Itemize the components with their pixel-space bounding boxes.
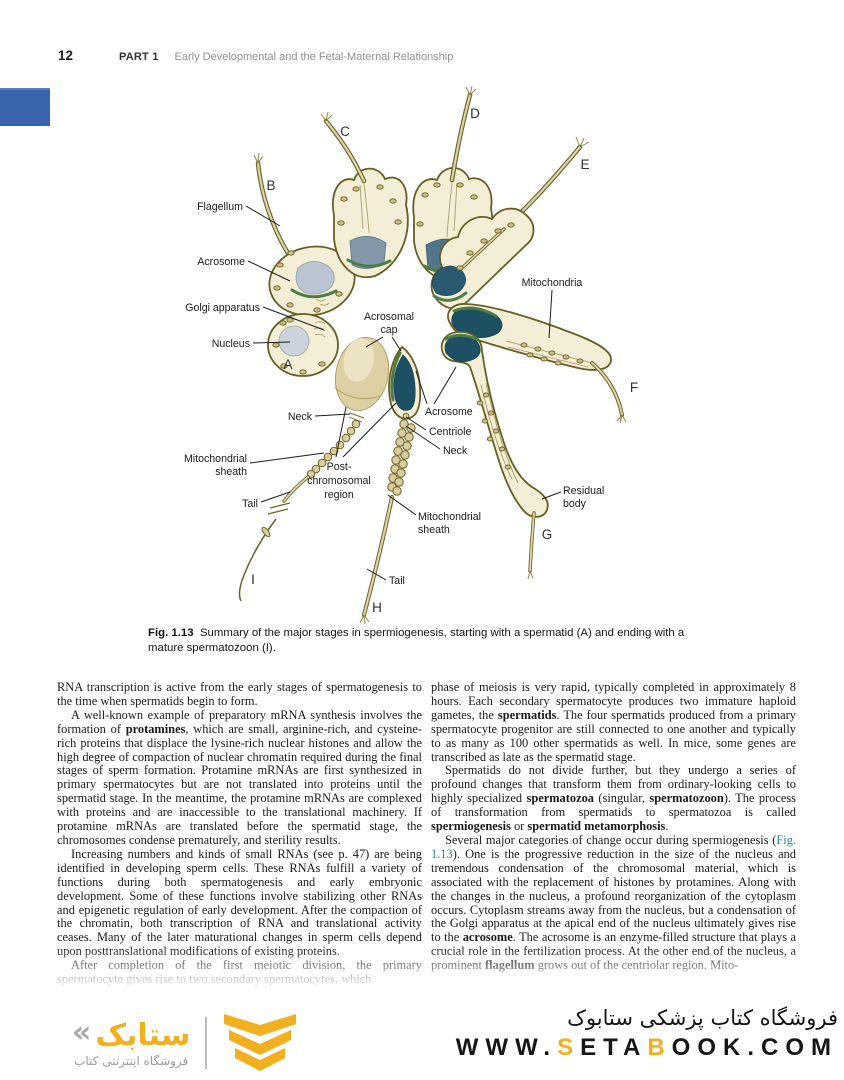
cell-c — [320, 111, 409, 279]
text-segment: spermiogenesis — [431, 819, 511, 834]
figure-label-nucleus: Nucleus — [212, 338, 250, 350]
part-title: Early Developmental and the Fetal-Matern… — [174, 51, 454, 63]
figure-caption-text: Summary of the major stages in spermioge… — [148, 627, 685, 655]
text-segment: phase of meiosis is very rapid, typicall… — [431, 681, 796, 722]
page-number: 12 — [58, 48, 74, 63]
watermark-footer: « ستابک فروشگاه اینترنتی کتاب فروشگاه کت… — [0, 1004, 844, 1080]
figure-label-post-chromosomal-region: region — [324, 489, 354, 501]
text-segment: spermatid metamorphosis — [527, 819, 666, 834]
figure-cross-reference-link[interactable]: Fig. 1.13 — [431, 832, 796, 861]
spermiogenesis-diagram: Flagellum Acrosome Golgi apparatus Nucle… — [184, 85, 638, 625]
text-segment: RNA transcription is active from the ear… — [57, 681, 422, 708]
chevron-emblem-icon — [223, 1014, 296, 1071]
logo-separator — [205, 1017, 207, 1069]
figure-label-acrosomal-cap: Acrosomal — [364, 311, 414, 323]
cell-a — [267, 313, 339, 377]
text-segment: spermatozoa — [526, 791, 594, 806]
paragraph: RNA transcription is active from the ear… — [57, 681, 422, 709]
figure-1-13: Flagellum Acrosome Golgi apparatus Nucle… — [140, 83, 706, 625]
paragraph: A well-known example of preparatory mRNA… — [57, 707, 422, 848]
text-segment: spermatids — [497, 707, 557, 722]
text-segment: Increasing numbers and kinds of small RN… — [57, 846, 422, 958]
stage-letter-c: C — [340, 124, 350, 139]
figure-label-acrosome-left: Acrosome — [197, 256, 245, 268]
logo-tagline: فروشگاه اینترنتی کتاب — [74, 1054, 189, 1068]
cell-h — [359, 345, 422, 625]
figure-label-post-chromosomal-region: Post- — [327, 461, 352, 473]
figure-label-post-chromosomal-region: chromosomal — [307, 475, 371, 487]
figure-label-tail-mid: Tail — [389, 575, 405, 587]
figure-label-flagellum: Flagellum — [197, 201, 243, 213]
cell-b — [253, 152, 356, 317]
paragraph: Increasing numbers and kinds of small RN… — [57, 846, 422, 959]
figure-label-golgi-apparatus: Golgi apparatus — [185, 302, 260, 314]
logo-wordmark: ستابک — [95, 1018, 191, 1053]
text-segment: or — [510, 819, 528, 834]
fade-overlay — [0, 948, 844, 1014]
text-segment: , which are small, arginine-rich, and cy… — [57, 721, 422, 847]
cell-f — [447, 303, 627, 424]
stage-letter-i: I — [251, 572, 255, 587]
setabook-logo: « ستابک فروشگاه اینترنتی کتاب — [72, 1014, 298, 1072]
chapter-tab-marker — [0, 88, 50, 126]
text-segment: ETA — [580, 1034, 648, 1061]
figure-caption-label: Fig. 1.13 — [148, 627, 194, 639]
stage-letter-e: E — [580, 157, 589, 172]
figure-label-neck-left: Neck — [288, 411, 313, 423]
part-label: PART 1 — [119, 51, 159, 63]
figure-label-tail-left: Tail — [242, 498, 258, 510]
text-segment: Spermatids do not divide further, but th… — [431, 763, 796, 806]
leader-lines — [245, 205, 562, 581]
figure-label-residual-body: body — [563, 498, 587, 510]
text-segment: WWW. — [455, 1034, 558, 1061]
stage-letter-g: G — [542, 527, 553, 542]
cell-e — [430, 136, 590, 310]
figure-label-mitochondria: Mitochondria — [522, 277, 583, 289]
text-segment: Several major categories of change occur… — [445, 832, 777, 847]
figure-label-residual-body: Residual — [563, 485, 604, 497]
paragraph: phase of meiosis is very rapid, typicall… — [431, 681, 796, 764]
paragraph: Spermatids do not divide further, but th… — [431, 764, 796, 834]
text-segment: (singular, — [593, 791, 650, 806]
store-text-block: فروشگاه کتاب پزشکی ستابوک WWW.SETABOOK.C… — [456, 1006, 838, 1062]
text-segment: acrosome — [462, 930, 513, 945]
text-segment: spermatozoon — [649, 791, 724, 806]
page-header: 12 PART 1 Early Developmental and the Fe… — [58, 48, 798, 63]
text-segment: . The four spermatids produced from a pr… — [431, 707, 796, 764]
logo-text-block: « ستابک فروشگاه اینترنتی کتاب — [72, 1015, 191, 1068]
cell-i — [238, 336, 390, 602]
stage-letter-f: F — [630, 380, 638, 395]
text-segment: ). The process of transformation from sp… — [431, 791, 796, 820]
stage-letter-a: A — [283, 357, 292, 372]
figure-label-acrosome-mid: Acrosome — [425, 406, 473, 418]
store-url[interactable]: WWW.SETABOOK.COM — [456, 1034, 838, 1062]
text-segment: ). One is the progressive reduction in t… — [431, 846, 796, 945]
store-title: فروشگاه کتاب پزشکی ستابوک — [567, 1006, 838, 1030]
cell-g — [440, 331, 549, 580]
text-segment: B — [647, 1034, 672, 1061]
text-segment: A well-known example of preparatory mRNA… — [57, 707, 422, 736]
stage-letter-b: B — [266, 178, 275, 193]
figure-label-mitochondrial-sheath-left: sheath — [215, 466, 247, 478]
text-segment: protamines — [125, 721, 186, 736]
stage-letter-d: D — [470, 106, 480, 121]
figure-label-neck-right: Neck — [443, 445, 468, 457]
text-segment: OOK.COM — [671, 1034, 838, 1061]
text-segment: . — [665, 819, 669, 834]
figure-label-centriole: Centriole — [429, 426, 472, 438]
figure-caption: Fig. 1.13 Summary of the major stages in… — [148, 626, 688, 657]
figure-label-mitochondrial-sheath-mid: sheath — [418, 524, 450, 536]
figure-label-mitochondrial-sheath-left: Mitochondrial — [184, 453, 247, 465]
text-segment: S — [557, 1034, 581, 1061]
figure-label-acrosomal-cap: cap — [380, 324, 397, 336]
guillemet-icon: « — [72, 1015, 92, 1050]
figure-label-mitochondrial-sheath-mid: Mitochondrial — [418, 511, 481, 523]
stage-letter-h: H — [372, 600, 382, 615]
